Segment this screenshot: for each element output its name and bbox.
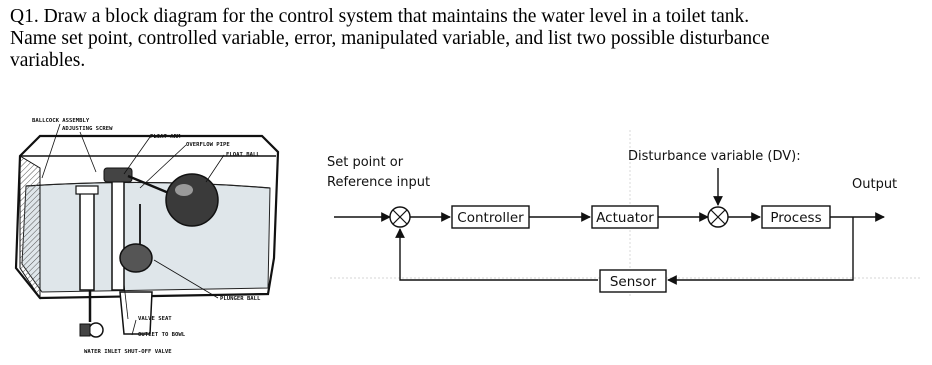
label-overflow-pipe: OVERFLOW PIPE [186,142,230,148]
label-plunger-ball: PLUNGER BALL [220,296,261,302]
label-float-arm: FLOAT ARM [150,134,181,140]
feedback-to-sensor-line [667,217,854,285]
label-float-ball: FLOAT BALL [226,152,260,158]
label-shutoff-valve: WATER INLET SHUT-OFF VALVE [84,349,172,355]
sensor-label: Sensor [610,274,657,290]
shutoff-valve [88,322,104,338]
controller-label: Controller [457,210,524,226]
actuator-block: Actuator [591,205,659,229]
label-outlet-to-bowl: OUTLET TO BOWL [138,332,186,338]
label-valve-seat: VALVE SEAT [138,316,172,322]
summing-junction-2 [707,206,729,228]
ballcock-assembly [111,177,125,291]
plunger-ball [119,243,153,273]
process-label: Process [770,210,821,226]
output-label: Output [852,177,897,192]
question-line-2: Name set point, controlled variable, err… [10,28,770,49]
overflow-pipe [79,189,95,291]
label-ballcock-assembly: BALLCOCK ASSEMBLY [32,118,90,124]
set-point-label-line2: Reference input [327,175,430,190]
question-line-3: variables. [10,50,86,71]
tank-water [21,181,271,293]
block-diagram: Set point or Reference input Disturbance… [327,130,920,298]
question-text: Q1. Draw a block diagram for the control… [10,6,920,72]
outlet-pipe [119,291,153,335]
set-point-label-line1: Set point or [327,155,404,170]
question-line-1: Q1. Draw a block diagram for the control… [10,6,750,27]
actuator-label: Actuator [596,210,654,226]
controller-block: Controller [451,205,530,229]
summing-junction-1 [389,206,411,228]
toilet-tank-illustration: BALLCOCK ASSEMBLY ADJUSTING SCREW FLOAT … [14,118,280,355]
process-block: Process [761,205,831,229]
feedback-to-summing-line [395,228,598,281]
label-adjusting-screw: ADJUSTING SCREW [62,126,113,132]
sensor-block: Sensor [599,269,667,293]
float-ball [165,173,219,227]
disturbance-label: Disturbance variable (DV): [628,149,801,164]
